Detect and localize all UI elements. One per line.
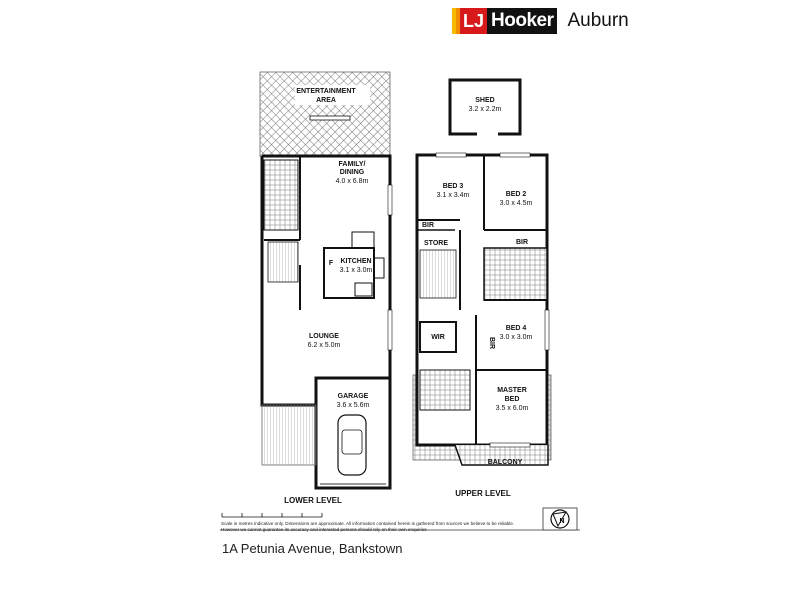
lower-level: [259, 71, 393, 490]
room-label-kitchen: KITCHEN: [340, 258, 371, 265]
room-label-bed2: BED 2: [506, 191, 527, 198]
upper-level: [412, 152, 552, 478]
room-dims-shed: 3.2 x 2.2m: [469, 106, 502, 113]
room-label-master-2: BED: [505, 396, 520, 403]
bir-label-bed4: BIR: [488, 337, 495, 349]
room-dims-kitchen: 3.1 x 3.0m: [340, 267, 373, 274]
room-dims-master: 3.5 x 6.0m: [496, 405, 529, 412]
scale-bar: [221, 513, 323, 518]
room-label-family-2: DINING: [340, 169, 365, 176]
shed: [448, 78, 522, 136]
room-label-shed: SHED: [475, 97, 494, 104]
room-label-balcony: BALCONY: [488, 459, 523, 466]
compass-icon: N: [542, 507, 578, 531]
room-label-master: MASTER: [497, 387, 527, 394]
room-dims-bed2: 3.0 x 4.5m: [500, 200, 533, 207]
room-dims-lounge: 6.2 x 5.0m: [308, 342, 341, 349]
property-address: 1A Petunia Avenue, Bankstown: [222, 541, 403, 556]
room-dims-bed3: 3.1 x 3.4m: [437, 192, 470, 199]
bir-label-bed3: BIR: [422, 222, 434, 229]
lower-level-label: LOWER LEVEL: [284, 496, 342, 505]
logo-initials: LJ: [460, 8, 488, 34]
stairs: [419, 249, 457, 299]
bir-label-bed2: BIR: [516, 239, 528, 246]
room-label-wir: WIR: [431, 334, 445, 341]
disclaimer: Scale in metres Indicative only. Dimensi…: [221, 521, 515, 532]
room-dims-garage: 3.6 x 5.6m: [337, 402, 370, 409]
logo-name: Hooker: [487, 8, 558, 34]
room-dims-family: 4.0 x 6.8m: [336, 178, 369, 185]
lj-hooker-logo: LJ Hooker Auburn: [452, 8, 629, 34]
upper-level-label: UPPER LEVEL: [455, 489, 511, 498]
room-label-entertainment: ENTERTAINMENT: [296, 88, 356, 95]
room-label-bed3: BED 3: [443, 183, 464, 190]
svg-text:N: N: [559, 518, 564, 525]
fridge-label: F: [329, 260, 334, 267]
room-label-store: STORE: [424, 240, 448, 247]
stairs: [267, 241, 299, 283]
car-icon: [337, 414, 367, 476]
room-label-bed4: BED 4: [506, 325, 527, 332]
room-label-entertainment-2: AREA: [316, 97, 336, 104]
room-label-garage: GARAGE: [338, 393, 369, 400]
room-label-lounge: LOUNGE: [309, 333, 339, 340]
room-label-family: FAMILY/: [339, 161, 366, 168]
room-dims-bed4: 3.0 x 3.0m: [500, 334, 533, 341]
logo-mark: LJ Hooker: [452, 8, 558, 34]
office-name: Auburn: [567, 10, 629, 31]
entertainment-area-deck: [259, 71, 391, 157]
